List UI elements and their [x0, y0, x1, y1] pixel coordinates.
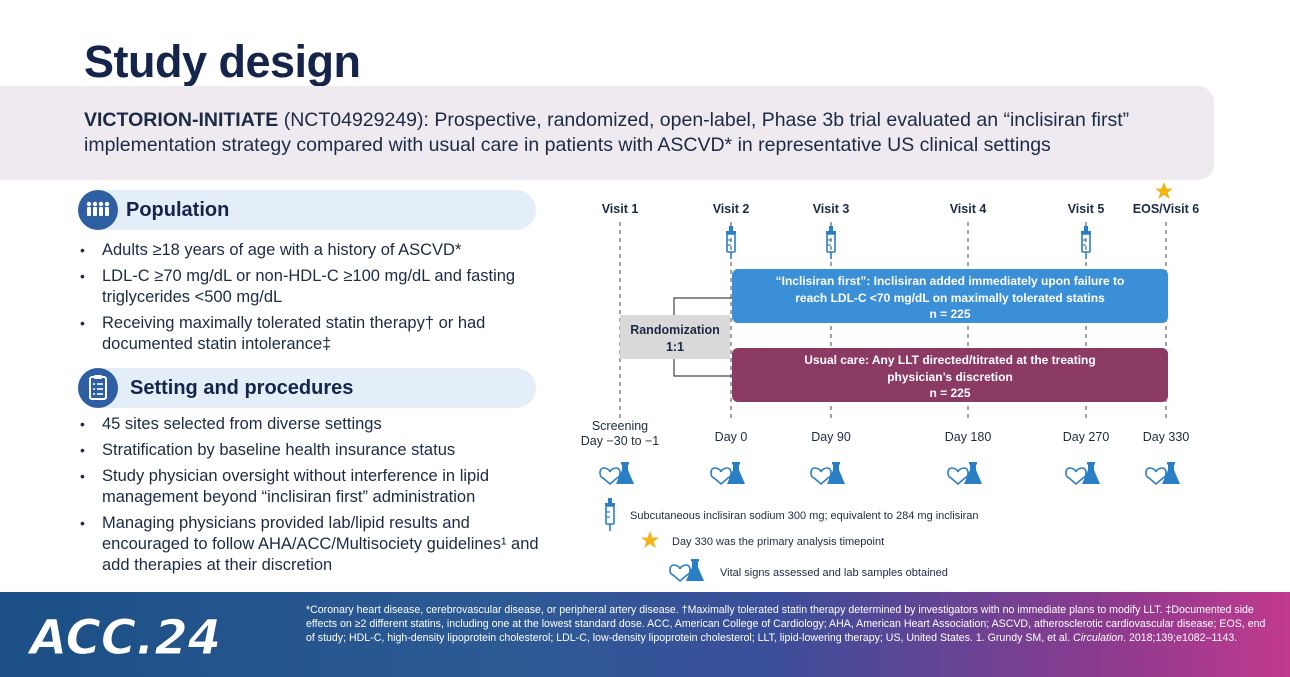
legend-syringe-text: Subcutaneous inclisiran sodium 300 mg; e… — [630, 510, 979, 522]
arm2-line1: Usual care: Any LLT directed/titrated at… — [804, 353, 1095, 367]
study-design-diagram: Visit 1 Visit 2 Visit 3 Visit 4 Visit 5 … — [581, 182, 1200, 582]
lab-icon — [599, 461, 635, 485]
inclisiran-first-arm — [732, 269, 1168, 323]
list-item: LDL-C ≥70 mg/dL or non-HDL-C ≥100 mg/dL … — [80, 266, 550, 308]
svg-text:ACC.24: ACC.24 — [26, 610, 221, 666]
lab-icon — [710, 461, 746, 485]
population-list: Adults ≥18 years of age with a history o… — [80, 240, 550, 360]
list-item: Study physician oversight without interf… — [80, 466, 550, 508]
legend-star-icon — [641, 531, 659, 548]
footnotes: *Coronary heart disease, cerebrovascular… — [306, 604, 1266, 644]
lab-icon — [1145, 461, 1181, 485]
study-banner — [0, 86, 1214, 180]
page-title: Study design — [84, 36, 361, 87]
arm1-line1: “Inclisiran first”: Inclisiran added imm… — [776, 274, 1125, 288]
legend-star-text: Day 330 was the primary analysis timepoi… — [672, 536, 885, 548]
usual-care-arm — [732, 348, 1168, 402]
visit-labels: Visit 1 Visit 2 Visit 3 Visit 4 Visit 5 … — [602, 202, 1200, 216]
arm2-line2: physician’s discretion — [887, 370, 1013, 384]
day-label: Day 180 — [945, 430, 992, 444]
legend-lab-text: Vital signs assessed and lab samples obt… — [720, 567, 948, 579]
day-label: Day 270 — [1063, 430, 1110, 444]
visit-label: Visit 1 — [602, 202, 639, 216]
day-label: Day 90 — [811, 430, 851, 444]
visit-label: Visit 2 — [713, 202, 750, 216]
population-header: Population — [78, 190, 536, 230]
visit-label: Visit 4 — [950, 202, 987, 216]
visit-label: Visit 3 — [813, 202, 850, 216]
lab-icon — [1065, 461, 1101, 485]
arm2-n: n = 225 — [929, 386, 970, 400]
syringe-icon — [825, 225, 837, 260]
list-item: Receiving maximally tolerated statin the… — [80, 313, 550, 355]
day-label: Day 330 — [1143, 430, 1190, 444]
setting-list: 45 sites selected from diverse settings … — [80, 414, 550, 581]
syringe-icon — [725, 225, 737, 260]
study-description: VICTORION-INITIATE (NCT04929249): Prospe… — [84, 108, 1204, 158]
trial-name: VICTORION-INITIATE — [84, 109, 279, 131]
star-icon — [1155, 182, 1173, 199]
list-item: Managing physicians provided lab/lipid r… — [80, 513, 550, 576]
day-label: Day 0 — [715, 430, 748, 444]
list-item: 45 sites selected from diverse settings — [80, 414, 550, 435]
randomization-box — [620, 315, 730, 359]
list-item: Stratification by baseline health insura… — [80, 440, 550, 461]
acc-logo: ACC.24 — [26, 610, 222, 667]
arm1-line2: reach LDL-C <70 mg/dL on maximally toler… — [795, 291, 1105, 305]
footer-band — [0, 592, 1290, 677]
setting-title: Setting and procedures — [130, 377, 354, 399]
visit-label: EOS/Visit 6 — [1133, 202, 1200, 216]
randomization-label: Randomization — [630, 323, 720, 337]
population-title: Population — [126, 199, 230, 221]
legend-syringe-icon — [604, 497, 616, 532]
visit-label: Visit 5 — [1068, 202, 1105, 216]
legend-lab-icon — [669, 558, 705, 582]
arm1-n: n = 225 — [929, 307, 970, 321]
lab-icon — [947, 461, 983, 485]
lab-icon — [810, 461, 846, 485]
clipboard-icon — [78, 368, 118, 408]
people-icon — [78, 190, 118, 230]
list-item: Adults ≥18 years of age with a history o… — [80, 240, 550, 261]
setting-header: Setting and procedures — [78, 368, 536, 408]
trial-description: (NCT04929249): Prospective, randomized, … — [84, 109, 1130, 156]
syringe-icon — [1080, 225, 1092, 260]
randomization-ratio: 1:1 — [666, 340, 684, 354]
